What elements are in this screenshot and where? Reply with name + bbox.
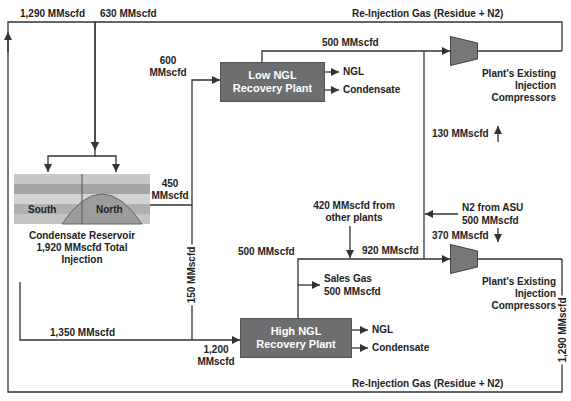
reservoir: South NorthCondensate Reservoir 1,920 MMs… [14, 150, 150, 282]
flow-label: NGL [343, 66, 364, 78]
output-arrow [352, 329, 368, 330]
flow-connector [8, 22, 562, 392]
outlet-line [478, 50, 562, 51]
flow-label: Condensate [343, 84, 400, 96]
flow-arrow [349, 226, 350, 258]
compressor-symbol [450, 244, 478, 274]
flow-label: 600 MMscfd [148, 55, 188, 79]
region-label: South [28, 204, 56, 216]
flow-label: 1,290 MMscfd [556, 295, 568, 364]
flow-label: 920 MMscfd [362, 245, 419, 257]
flow-label: 150 MMscfd [186, 245, 198, 306]
region-label: North [96, 204, 123, 216]
flow-label: 500 MMscfd [324, 286, 381, 298]
flow-label: NGL [372, 324, 393, 336]
process-box: Low NGL Recovery Plant [220, 62, 325, 102]
flow-label: 420 MMscfd from other plants [308, 200, 400, 224]
flow-connector [150, 80, 220, 205]
n2-arrow [425, 213, 458, 214]
output-arrow [298, 284, 320, 285]
outlet-line [478, 258, 562, 259]
flow-label: 1,290 MMscfd [20, 8, 85, 20]
reservoir-caption: Condensate Reservoir 1,920 MMscfd Total … [18, 230, 146, 266]
compressor: Plant's Existing Injection Compressors [450, 244, 562, 312]
flow-label: 500 MMscfd [322, 37, 379, 49]
compressor-label: Plant's Existing Injection Compressors [450, 276, 556, 312]
flow-label: Sales Gas [324, 273, 372, 285]
flow-label: 1,350 MMscfd [50, 327, 115, 339]
compressor-symbol [450, 36, 478, 66]
n2-line [423, 51, 424, 259]
flow-label: Condensate [372, 342, 429, 354]
output-arrow [352, 347, 368, 348]
compressor-label: Plant's Existing Injection Compressors [450, 68, 556, 104]
box-label: Low NGL Recovery Plant [226, 69, 319, 95]
flow-label: 500 MMscfd [462, 215, 519, 227]
compressor: Plant's Existing Injection Compressors [450, 36, 562, 104]
flow-connector [262, 51, 450, 62]
flow-label: 630 MMscfd [100, 8, 157, 20]
flow-label: Re-Injection Gas (Residue + N2) [352, 378, 503, 390]
flow-connector [20, 282, 240, 340]
flow-label: 500 MMscfd [238, 246, 295, 258]
box-label: High NGL Recovery Plant [246, 325, 346, 351]
process-box: High NGL Recovery Plant [240, 318, 352, 358]
reservoir-illustration [14, 150, 150, 228]
flow-label: 450 MMscfd [151, 178, 189, 202]
flow-arrow [497, 228, 498, 242]
flow-label: Re-Injection Gas (Residue + N2) [352, 8, 503, 20]
flow-connector [298, 259, 450, 318]
output-arrow [325, 71, 339, 72]
flow-label: 370 MMscfd [432, 230, 489, 242]
flow-label: 130 MMscfd [432, 128, 489, 140]
flow-arrow [497, 126, 498, 142]
output-arrow [325, 89, 339, 90]
flow-label: 1,200 MMscfd [196, 344, 236, 368]
flow-label: N2 from ASU [462, 202, 523, 214]
flow-connector [95, 22, 562, 150]
